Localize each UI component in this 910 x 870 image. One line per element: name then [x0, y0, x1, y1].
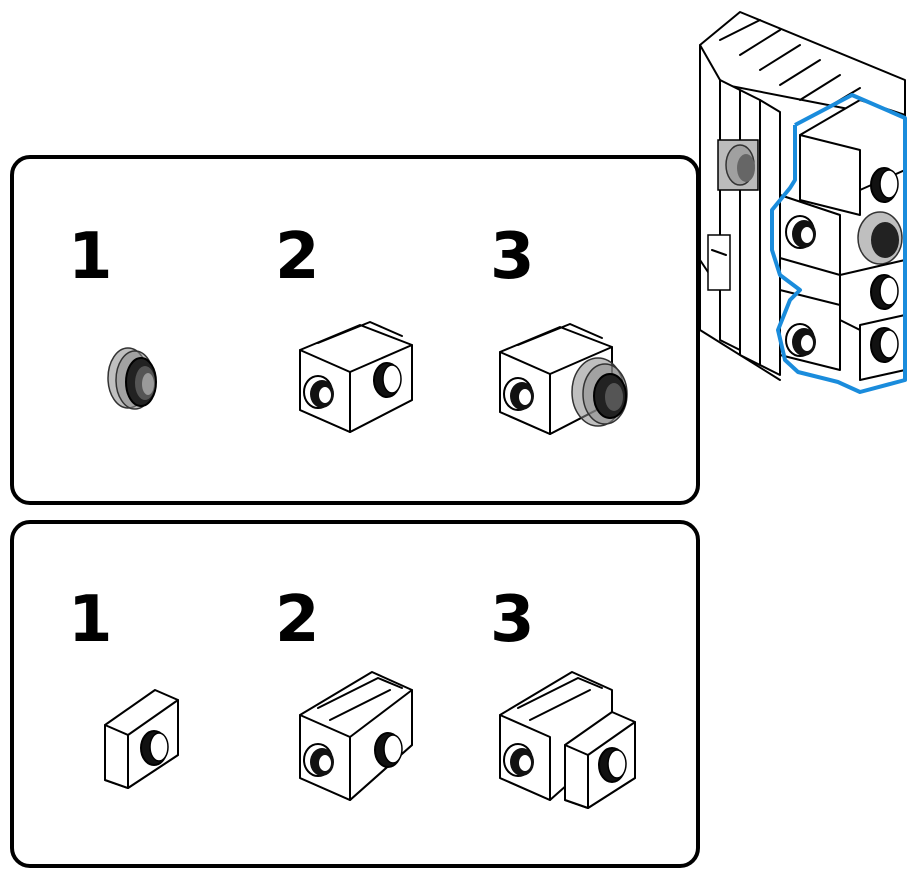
- white-1x1-brick-icon: [104, 689, 179, 789]
- step-number-2: 2: [275, 583, 320, 657]
- bracket-with-plate-icon: [299, 321, 413, 433]
- assembled-model-icon: [699, 11, 907, 394]
- step-number-1: 1: [68, 583, 113, 657]
- step-number-2: 2: [275, 220, 320, 294]
- step-number-3: 3: [490, 220, 535, 294]
- transparent-round-plate-icon: [107, 347, 157, 410]
- white-bracket-with-brick-icon: [499, 671, 636, 809]
- bracket-with-two-plates-icon: [499, 323, 628, 435]
- step-number-3: 3: [490, 583, 535, 657]
- step-number-1: 1: [68, 220, 113, 294]
- white-bracket-brick-icon: [299, 671, 413, 801]
